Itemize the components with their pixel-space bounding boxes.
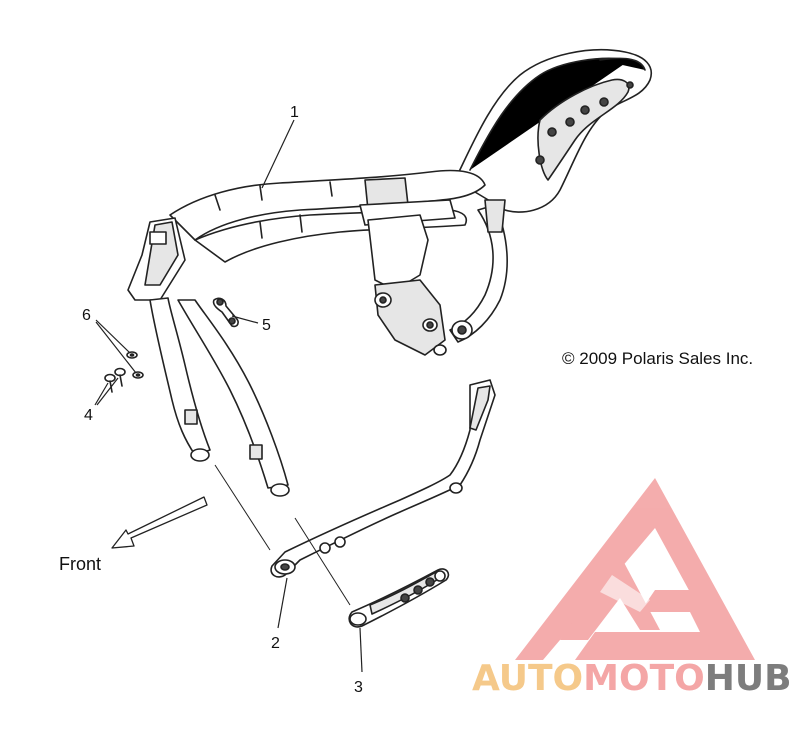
callout-4: 4	[84, 407, 93, 424]
leader-3	[359, 627, 363, 673]
callout-6: 6	[82, 307, 91, 324]
leader-4b	[96, 377, 119, 406]
front-label: Front	[59, 554, 101, 574]
watermark-text: AUTOMOTOHUB	[472, 658, 792, 699]
leader-1	[261, 119, 295, 189]
leader-6a	[95, 319, 131, 354]
bracket-part-5	[212, 297, 239, 328]
callout-2: 2	[271, 635, 280, 652]
automotohub-logo	[515, 478, 755, 660]
callout-5: 5	[262, 317, 271, 334]
guide-line-b	[294, 517, 351, 606]
callout-3: 3	[354, 679, 363, 696]
front-arrow	[111, 496, 208, 549]
copyright-text: © 2009 Polaris Sales Inc.	[562, 349, 753, 368]
watermark-part-auto: AUTO	[472, 658, 583, 699]
bolts-part-4	[104, 367, 126, 393]
leader-5	[231, 315, 259, 324]
leader-6b	[95, 321, 137, 374]
guide-line-a	[214, 464, 271, 551]
lower-bar-part-3	[348, 568, 450, 628]
washers-part-6	[126, 351, 144, 379]
lower-rail-part-2	[270, 379, 496, 578]
watermark-part-hub: HUB	[705, 658, 792, 699]
watermark-part-moto: MOTO	[583, 658, 705, 699]
main-frame	[127, 49, 652, 497]
leader-4a	[94, 382, 109, 406]
callout-1: 1	[290, 104, 299, 121]
leader-lines	[94, 119, 363, 673]
leader-2	[277, 577, 288, 629]
